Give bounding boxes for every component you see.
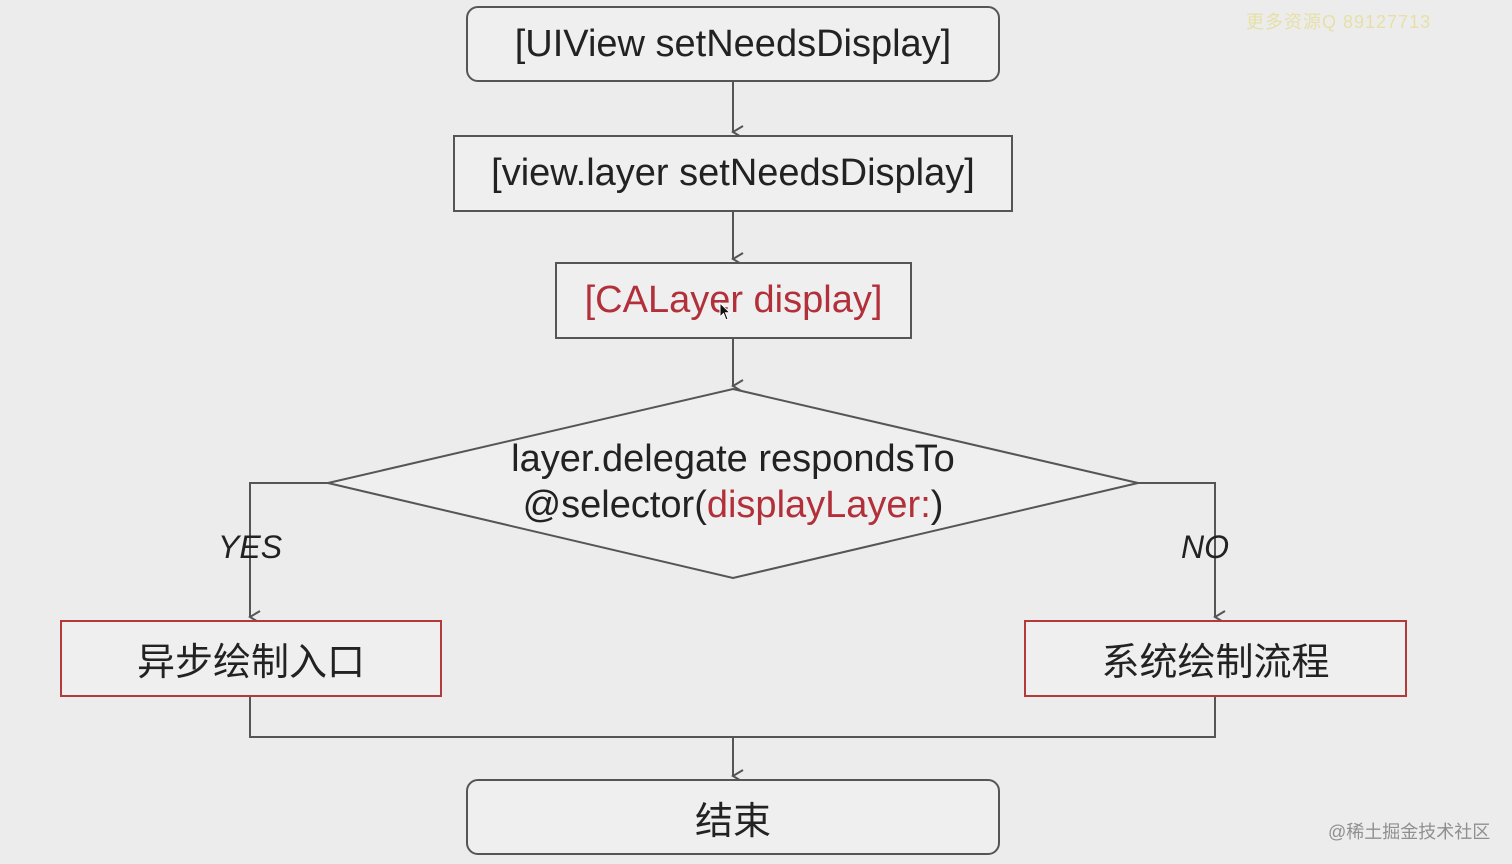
async-draw-entry-label: 异步绘制入口 — [136, 640, 365, 684]
layer-setneedsdisplay-label: [view.layer setNeedsDisplay] — [491, 152, 975, 194]
end-node-label: 结束 — [694, 798, 771, 843]
watermark-bottom: @稀土掘金技术社区 — [1328, 822, 1491, 842]
end-node: 结束 — [466, 779, 1000, 855]
start-node-label: [UIView setNeedsDisplay] — [514, 22, 952, 65]
merge-line — [249, 697, 1216, 738]
start-node: [UIView setNeedsDisplay] — [466, 6, 1000, 82]
calayer-display-node: [CALayer display] — [555, 262, 912, 339]
no-label: NO — [1181, 529, 1229, 565]
decision-selector-prefix: @selector( — [522, 484, 707, 526]
async-draw-entry-node: 异步绘制入口 — [60, 620, 442, 697]
decision-text: layer.delegate respondsTo @selector(disp… — [330, 436, 1136, 528]
system-draw-flow-node: 系统绘制流程 — [1024, 620, 1407, 697]
calayer-display-label: [CALayer display] — [584, 279, 883, 321]
decision-line-1: layer.delegate respondsTo — [511, 438, 955, 480]
system-draw-flow-label: 系统绘制流程 — [1101, 640, 1330, 684]
layer-setneedsdisplay-node: [view.layer setNeedsDisplay] — [453, 135, 1013, 212]
no-branch-line — [1138, 482, 1226, 624]
mouse-cursor-icon — [719, 302, 732, 321]
yes-label: YES — [218, 529, 283, 565]
watermark-top: 更多资源Q 89127713 — [1246, 12, 1432, 32]
decision-diamond — [327, 387, 1139, 580]
yes-branch-line — [248, 482, 328, 624]
decision-selector-suffix: ) — [930, 484, 944, 526]
decision-selector-name: displayLayer: — [706, 484, 931, 526]
decision-line-2: @selector(displayLayer:) — [330, 482, 1136, 528]
